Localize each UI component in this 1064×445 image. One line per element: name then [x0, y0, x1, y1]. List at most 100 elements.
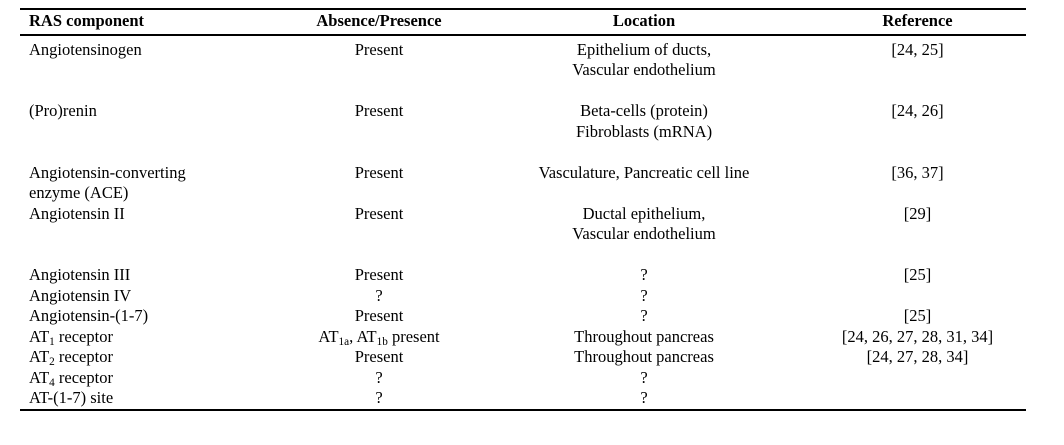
cell-text: [36, 37] [891, 162, 944, 182]
cell-reference: [25] [809, 306, 1026, 327]
cell-ras-component: Angiotensin-(1-7) [20, 306, 279, 327]
cell-spacer [479, 81, 809, 102]
cell-text: Angiotensin III [29, 265, 131, 284]
cell-absence-presence: Present [279, 35, 479, 102]
column-header-absence-presence: Absence/Presence [316, 11, 442, 30]
table-row: Angiotensin-(1-7)Present?[25] [20, 306, 1026, 327]
cell-reference: [24, 27, 28, 34] [809, 347, 1026, 368]
column-header-ras-component: RAS component [29, 11, 145, 30]
cell-text: [24, 25] [891, 39, 944, 59]
cell-spacer [279, 60, 479, 81]
cell-spacer [809, 224, 1026, 245]
cell-text: Present [354, 101, 404, 120]
cell-location: ? [479, 286, 809, 307]
cell-spacer [29, 224, 279, 245]
cell-text [809, 368, 1026, 389]
cell-absence-presence: Present [279, 204, 479, 266]
cell-reference: [24, 26] [809, 101, 1026, 163]
cell-absence-presence: AT1a, AT1b present [279, 327, 479, 348]
cell-text: Angiotensin-(1-7) [29, 306, 149, 325]
table-body: Angiotensinogen Present Epithelium of du… [20, 35, 1026, 410]
cell-text: ? [640, 285, 648, 305]
cell-absence-presence: Present [279, 347, 479, 368]
cell-spacer [29, 122, 279, 143]
cell-spacer [809, 122, 1026, 143]
ras-components-table: RAS component Absence/Presence Location … [20, 8, 1026, 411]
cell-text: Present [354, 39, 404, 59]
table-row: AT2 receptor Present Throughout pancreas [2… [20, 347, 1026, 368]
cell-text: Vascular endothelium [572, 60, 716, 79]
cell-spacer [29, 60, 279, 81]
cell-absence-presence: ? [279, 286, 479, 307]
cell-reference [809, 368, 1026, 389]
cell-text [809, 388, 1026, 409]
cell-text: AT4 receptor [29, 367, 113, 389]
cell-reference [809, 388, 1026, 410]
column-header-reference: Reference [882, 11, 953, 30]
cell-text: Present [354, 265, 404, 284]
cell-text: [25] [903, 265, 932, 284]
cell-reference: [24, 26, 27, 28, 31, 34] [809, 327, 1026, 348]
cell-reference [809, 286, 1026, 307]
cell-ras-component: AT2 receptor [20, 347, 279, 368]
cell-location: Throughout pancreas [479, 347, 809, 368]
cell-location: ? [479, 368, 809, 389]
cell-absence-presence: Present [279, 101, 479, 163]
cell-location: ? [479, 306, 809, 327]
cell-text: [24, 27, 28, 34] [866, 347, 969, 366]
cell-text: Vascular endothelium [572, 224, 716, 243]
table-row: AT4 receptor?? [20, 368, 1026, 389]
cell-ras-component: Angiotensin IV [20, 286, 279, 307]
table-header-row: RAS component Absence/Presence Location … [20, 9, 1026, 35]
ras-components-table-container: RAS component Absence/Presence Location … [20, 8, 1026, 411]
cell-ras-component: Angiotensin III [20, 265, 279, 286]
cell-spacer [479, 142, 809, 163]
cell-location: Beta-cells (protein)Fibroblasts (mRNA) [479, 101, 809, 163]
cell-text: Beta-cells (protein) [580, 101, 708, 120]
cell-text: Angiotensinogen [29, 39, 142, 59]
cell-ras-component: Angiotensin II [20, 204, 279, 266]
cell-ras-component: AT4 receptor [20, 368, 279, 389]
table-row: Angiotensin II Present Ductal epithelium… [20, 204, 1026, 266]
cell-text: ? [640, 367, 648, 387]
cell-reference: [25] [809, 265, 1026, 286]
cell-text: ? [375, 367, 383, 387]
cell-text [809, 286, 1026, 307]
cell-absence-presence: ? [279, 368, 479, 389]
cell-text: Present [354, 162, 404, 182]
cell-location: ? [479, 388, 809, 410]
cell-reference: [36, 37] [809, 163, 1026, 204]
cell-text: ? [375, 285, 383, 305]
cell-text: AT1 receptor [29, 326, 113, 348]
cell-text: [29] [903, 203, 932, 223]
cell-reference: [29] [809, 204, 1026, 266]
cell-ras-component: AT-(1-7) site [20, 388, 279, 410]
cell-spacer [279, 122, 479, 143]
cell-text: Epithelium of ducts, [576, 39, 712, 59]
table-row: Angiotensin IV?? [20, 286, 1026, 307]
cell-text: Angiotensin IV [29, 285, 132, 305]
cell-ras-component: AT1 receptor [20, 327, 279, 348]
cell-text: AT-(1-7) site [29, 388, 114, 407]
table-row: Angiotensin III Present? [25] [20, 265, 1026, 286]
cell-text: Fibroblasts (mRNA) [575, 121, 713, 141]
cell-text: ? [640, 265, 648, 284]
cell-location: Ductal epithelium,Vascular endothelium [479, 204, 809, 266]
cell-location: Vasculature, Pancreatic cell line [479, 163, 809, 204]
cell-absence-presence: ? [279, 388, 479, 410]
cell-text: [24, 26] [891, 101, 944, 120]
table-header: RAS component Absence/Presence Location … [20, 9, 1026, 35]
cell-text: Vasculature, Pancreatic cell line [538, 162, 750, 182]
cell-text: Present [354, 347, 404, 366]
cell-text: Throughout pancreas [574, 347, 714, 366]
cell-absence-presence: Present [279, 265, 479, 286]
cell-location: Epithelium of ducts,Vascular endothelium [479, 35, 809, 102]
cell-reference: [24, 25] [809, 35, 1026, 102]
table-row: (Pro)renin Present Beta-cells (protein)F… [20, 101, 1026, 163]
cell-spacer [479, 245, 809, 266]
column-header-location: Location [612, 11, 676, 30]
table-row: AT-(1-7) site?? [20, 388, 1026, 410]
